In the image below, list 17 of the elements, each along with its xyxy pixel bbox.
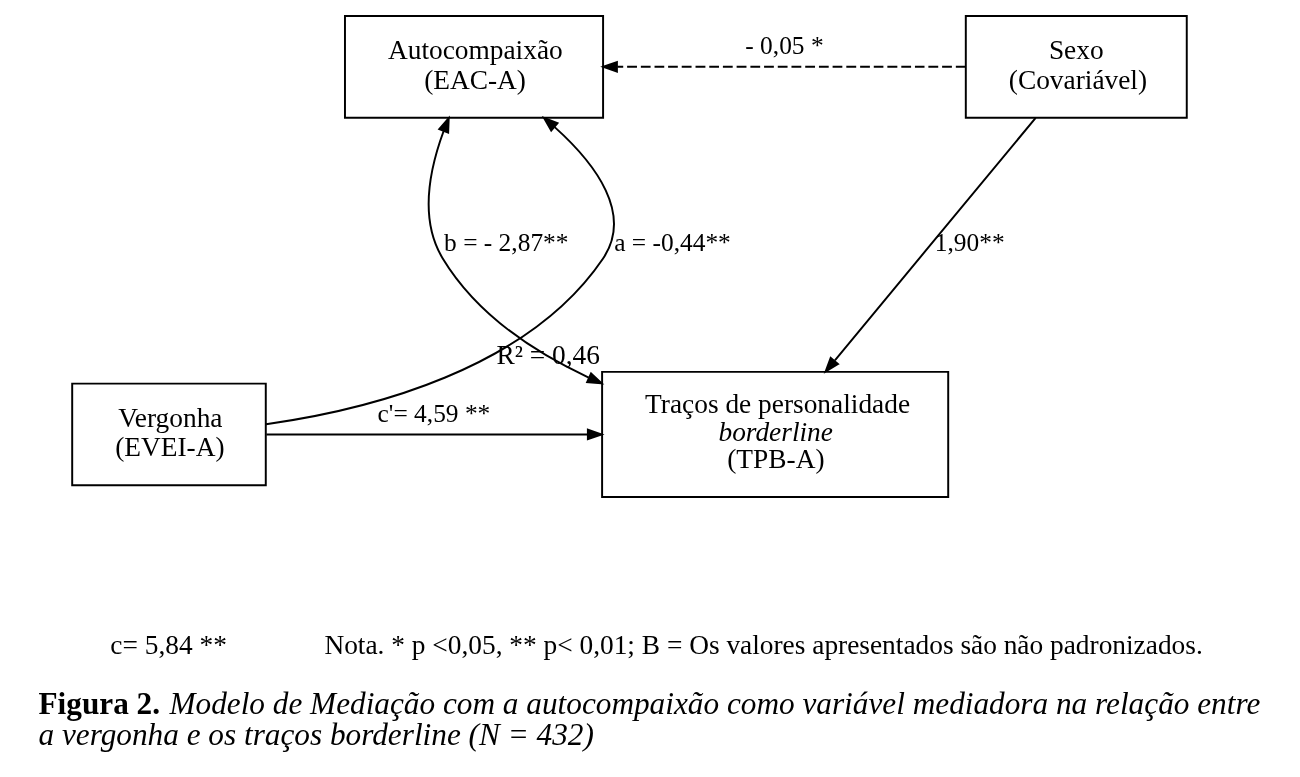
edge-label: - 0,05 * [744,30,824,59]
edge-label: b = - 2,87** [443,228,568,257]
arrow [264,115,615,426]
arrow [823,116,1037,374]
node-box: Traços de personalidade borderline (TPB-A) [600,370,949,498]
label: Nota. * p <0,05, ** p< 0,01; B = Os valores apresentados são não padronizados. [323,629,1203,660]
label: c= 5,84 ** [109,629,227,660]
node-box: Autocompaixão (EAC-A) [343,15,604,119]
arrow [264,428,605,441]
node-box: Vergonha (EVEI-A) [70,382,267,487]
edge-label: a = -0,44** [613,228,731,257]
node-box: Sexo (Covariável) [964,15,1188,119]
arrow [427,115,604,385]
edge-label: 1,90** [934,228,1005,257]
caption: Figura 2. Modelo de Mediação com a autocompaixão como variável mediadora na relação entre a vergonha e os traços borderline (N = 432) [37,685,1260,752]
edge-label: c'= 4,59 ** [377,398,490,427]
arrow [599,60,966,73]
